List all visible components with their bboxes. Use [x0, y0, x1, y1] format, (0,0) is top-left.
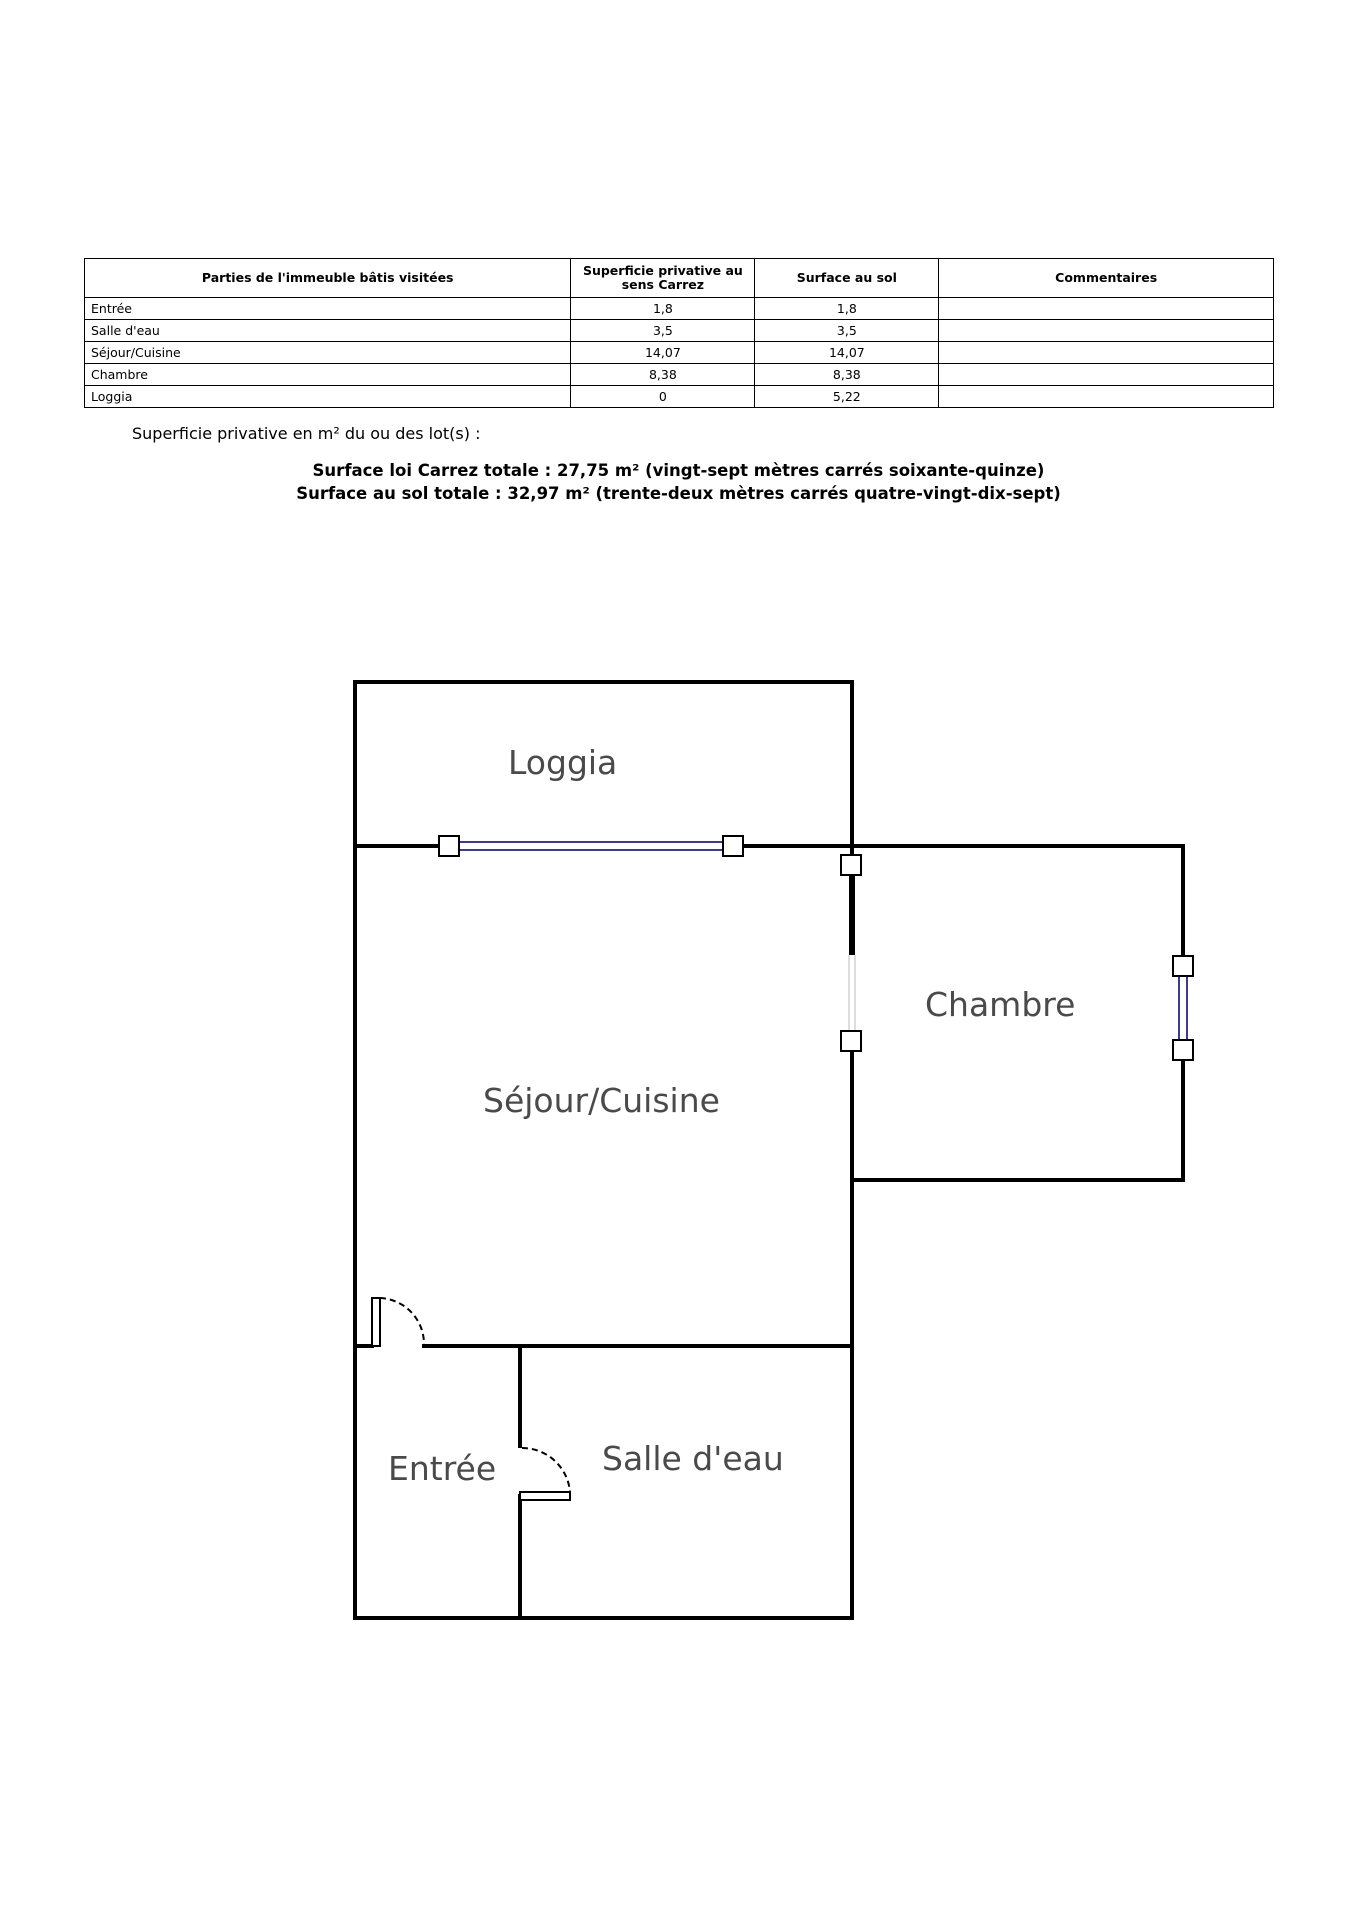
room-label-chambre: Chambre: [925, 985, 1075, 1024]
header-parties: Parties de l'immeuble bâtis visitées: [83, 258, 572, 298]
room-label-salle-eau: Salle d'eau: [602, 1439, 784, 1478]
surface-table: Parties de l'immeuble bâtis visitées Sup…: [83, 258, 1274, 408]
room-label-loggia: Loggia: [508, 743, 617, 782]
opening-chambre: [840, 854, 862, 1052]
room-label-entree: Entrée: [388, 1449, 496, 1488]
cell-sol: 14,07: [754, 341, 940, 364]
header-carrez: Superficie privative au sens Carrez: [570, 258, 756, 298]
door-sejour: [371, 1297, 426, 1347]
table-header-row: Parties de l'immeuble bâtis visitées Sup…: [83, 258, 1274, 298]
table-row: Entrée 1,8 1,8: [83, 297, 1274, 320]
table-row: Loggia 0 5,22: [83, 385, 1274, 408]
walls: [353, 680, 1185, 1620]
total-sol: Surface au sol totale : 32,97 m² (trente…: [296, 484, 1061, 503]
cell-sol: 5,22: [754, 385, 940, 408]
total-carrez: Surface loi Carrez totale : 27,75 m² (vi…: [312, 461, 1045, 480]
window-loggia: [438, 835, 744, 857]
cell-comment: [938, 385, 1274, 408]
header-sol: Surface au sol: [754, 258, 940, 298]
cell-name: Loggia: [83, 385, 572, 408]
header-commentaires: Commentaires: [938, 258, 1274, 298]
table-row: Salle d'eau 3,5 3,5: [83, 319, 1274, 342]
subtitle: Superficie privative en m² du ou des lot…: [132, 424, 481, 443]
table-row: Chambre 8,38 8,38: [83, 363, 1274, 386]
door-salle-eau: [519, 1446, 571, 1501]
window-chambre: [1172, 955, 1194, 1061]
room-label-sejour: Séjour/Cuisine: [483, 1081, 720, 1120]
